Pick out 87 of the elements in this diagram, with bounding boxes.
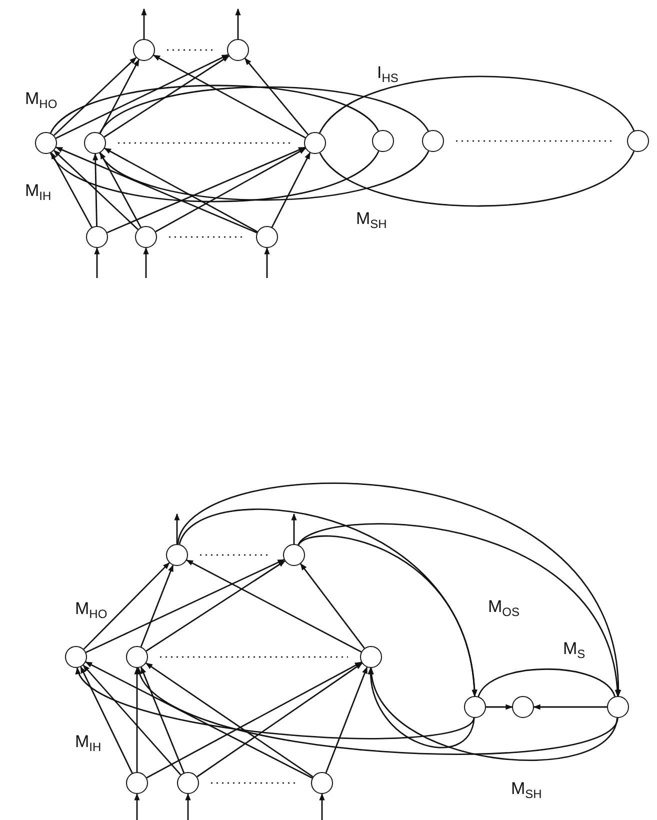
arrow: [83, 562, 170, 650]
neuron-circle: [283, 544, 305, 566]
arrow: [138, 667, 618, 755]
arrow: [244, 58, 309, 135]
arrow: [141, 8, 147, 39]
arrow: [174, 513, 180, 544]
arrow: [298, 523, 620, 697]
arrow: [100, 59, 140, 134]
neuron-circle: [512, 696, 534, 718]
connector-line: [319, 76, 635, 134]
connector-line: [50, 84, 379, 134]
arrow: [325, 666, 368, 773]
neuron-circle: [227, 39, 249, 61]
arrow: [196, 662, 363, 778]
arrow: [56, 54, 229, 139]
neuron-circle: [166, 544, 188, 566]
arrow: [76, 667, 474, 740]
arrow: [140, 666, 185, 774]
neuron-circle: [372, 130, 394, 152]
arrow: [186, 560, 362, 652]
weight-label: M$_{IH}$: [74, 733, 102, 753]
neuron-circle: [464, 696, 486, 718]
arrow: [146, 662, 362, 778]
weight-label: M$_{HO}$: [24, 90, 58, 110]
connector-line: [99, 86, 429, 134]
arrow: [80, 666, 133, 774]
arrow: [291, 513, 297, 544]
arrow: [104, 55, 230, 138]
neuron-circle: [35, 132, 57, 154]
weight-label: M$_{SH}$: [355, 210, 388, 230]
arrow: [86, 559, 285, 653]
arrow: [54, 57, 137, 136]
weight-label: M$_{SH}$: [510, 780, 543, 800]
neuron-circle: [607, 696, 629, 718]
arrow: [155, 148, 306, 232]
neuron-circle: [84, 132, 106, 154]
neuron-circle: [126, 646, 148, 668]
arrow: [319, 793, 325, 820]
weight-label: M$_{S}$: [562, 640, 586, 660]
neuron-circle: [126, 772, 148, 794]
neuron-circle: [360, 646, 382, 668]
arrow: [300, 563, 365, 649]
neuron-circle: [135, 226, 157, 248]
neuron-circle: [65, 646, 87, 668]
connector-line: [50, 150, 380, 202]
arrow: [134, 667, 140, 772]
neuron-circle: [256, 226, 278, 248]
arrow: [92, 153, 98, 226]
neuron-circle: [627, 130, 649, 152]
arrow: [106, 146, 306, 234]
arrow: [146, 662, 314, 778]
weight-label: I$_{HS}$: [376, 64, 400, 84]
connector-line: [319, 150, 635, 207]
arrow: [370, 667, 618, 761]
arrow: [82, 664, 182, 776]
arrow: [55, 146, 258, 234]
arrow: [146, 560, 286, 652]
neuron-circle: [422, 130, 444, 152]
arrow: [177, 482, 620, 697]
arrow: [264, 247, 270, 278]
arrow: [153, 54, 306, 138]
arrow: [140, 564, 174, 648]
weight-label: M$_{IH}$: [24, 182, 52, 202]
arrow: [185, 793, 191, 820]
arrow: [85, 661, 313, 779]
neuron-circle: [311, 772, 333, 794]
arrow: [271, 152, 311, 228]
arrow: [134, 793, 140, 820]
arrow: [94, 247, 100, 278]
neuron-circle: [177, 772, 199, 794]
weight-label: M$_{OS}$: [487, 598, 521, 618]
arrow: [533, 704, 607, 710]
arrow: [104, 148, 258, 232]
connector-line: [99, 150, 430, 201]
arrow: [143, 247, 149, 278]
arrow: [235, 8, 241, 39]
weight-label: M$_{HO}$: [74, 600, 108, 620]
arrow: [298, 535, 477, 697]
connector-line: [478, 668, 616, 697]
arrow: [368, 667, 475, 748]
arrow: [54, 150, 138, 230]
neuron-circle: [304, 132, 326, 154]
arrow: [486, 704, 513, 710]
arrow: [100, 152, 142, 228]
arrow: [50, 152, 92, 228]
neuron-circle: [86, 226, 108, 248]
neuron-circle: [133, 39, 155, 61]
